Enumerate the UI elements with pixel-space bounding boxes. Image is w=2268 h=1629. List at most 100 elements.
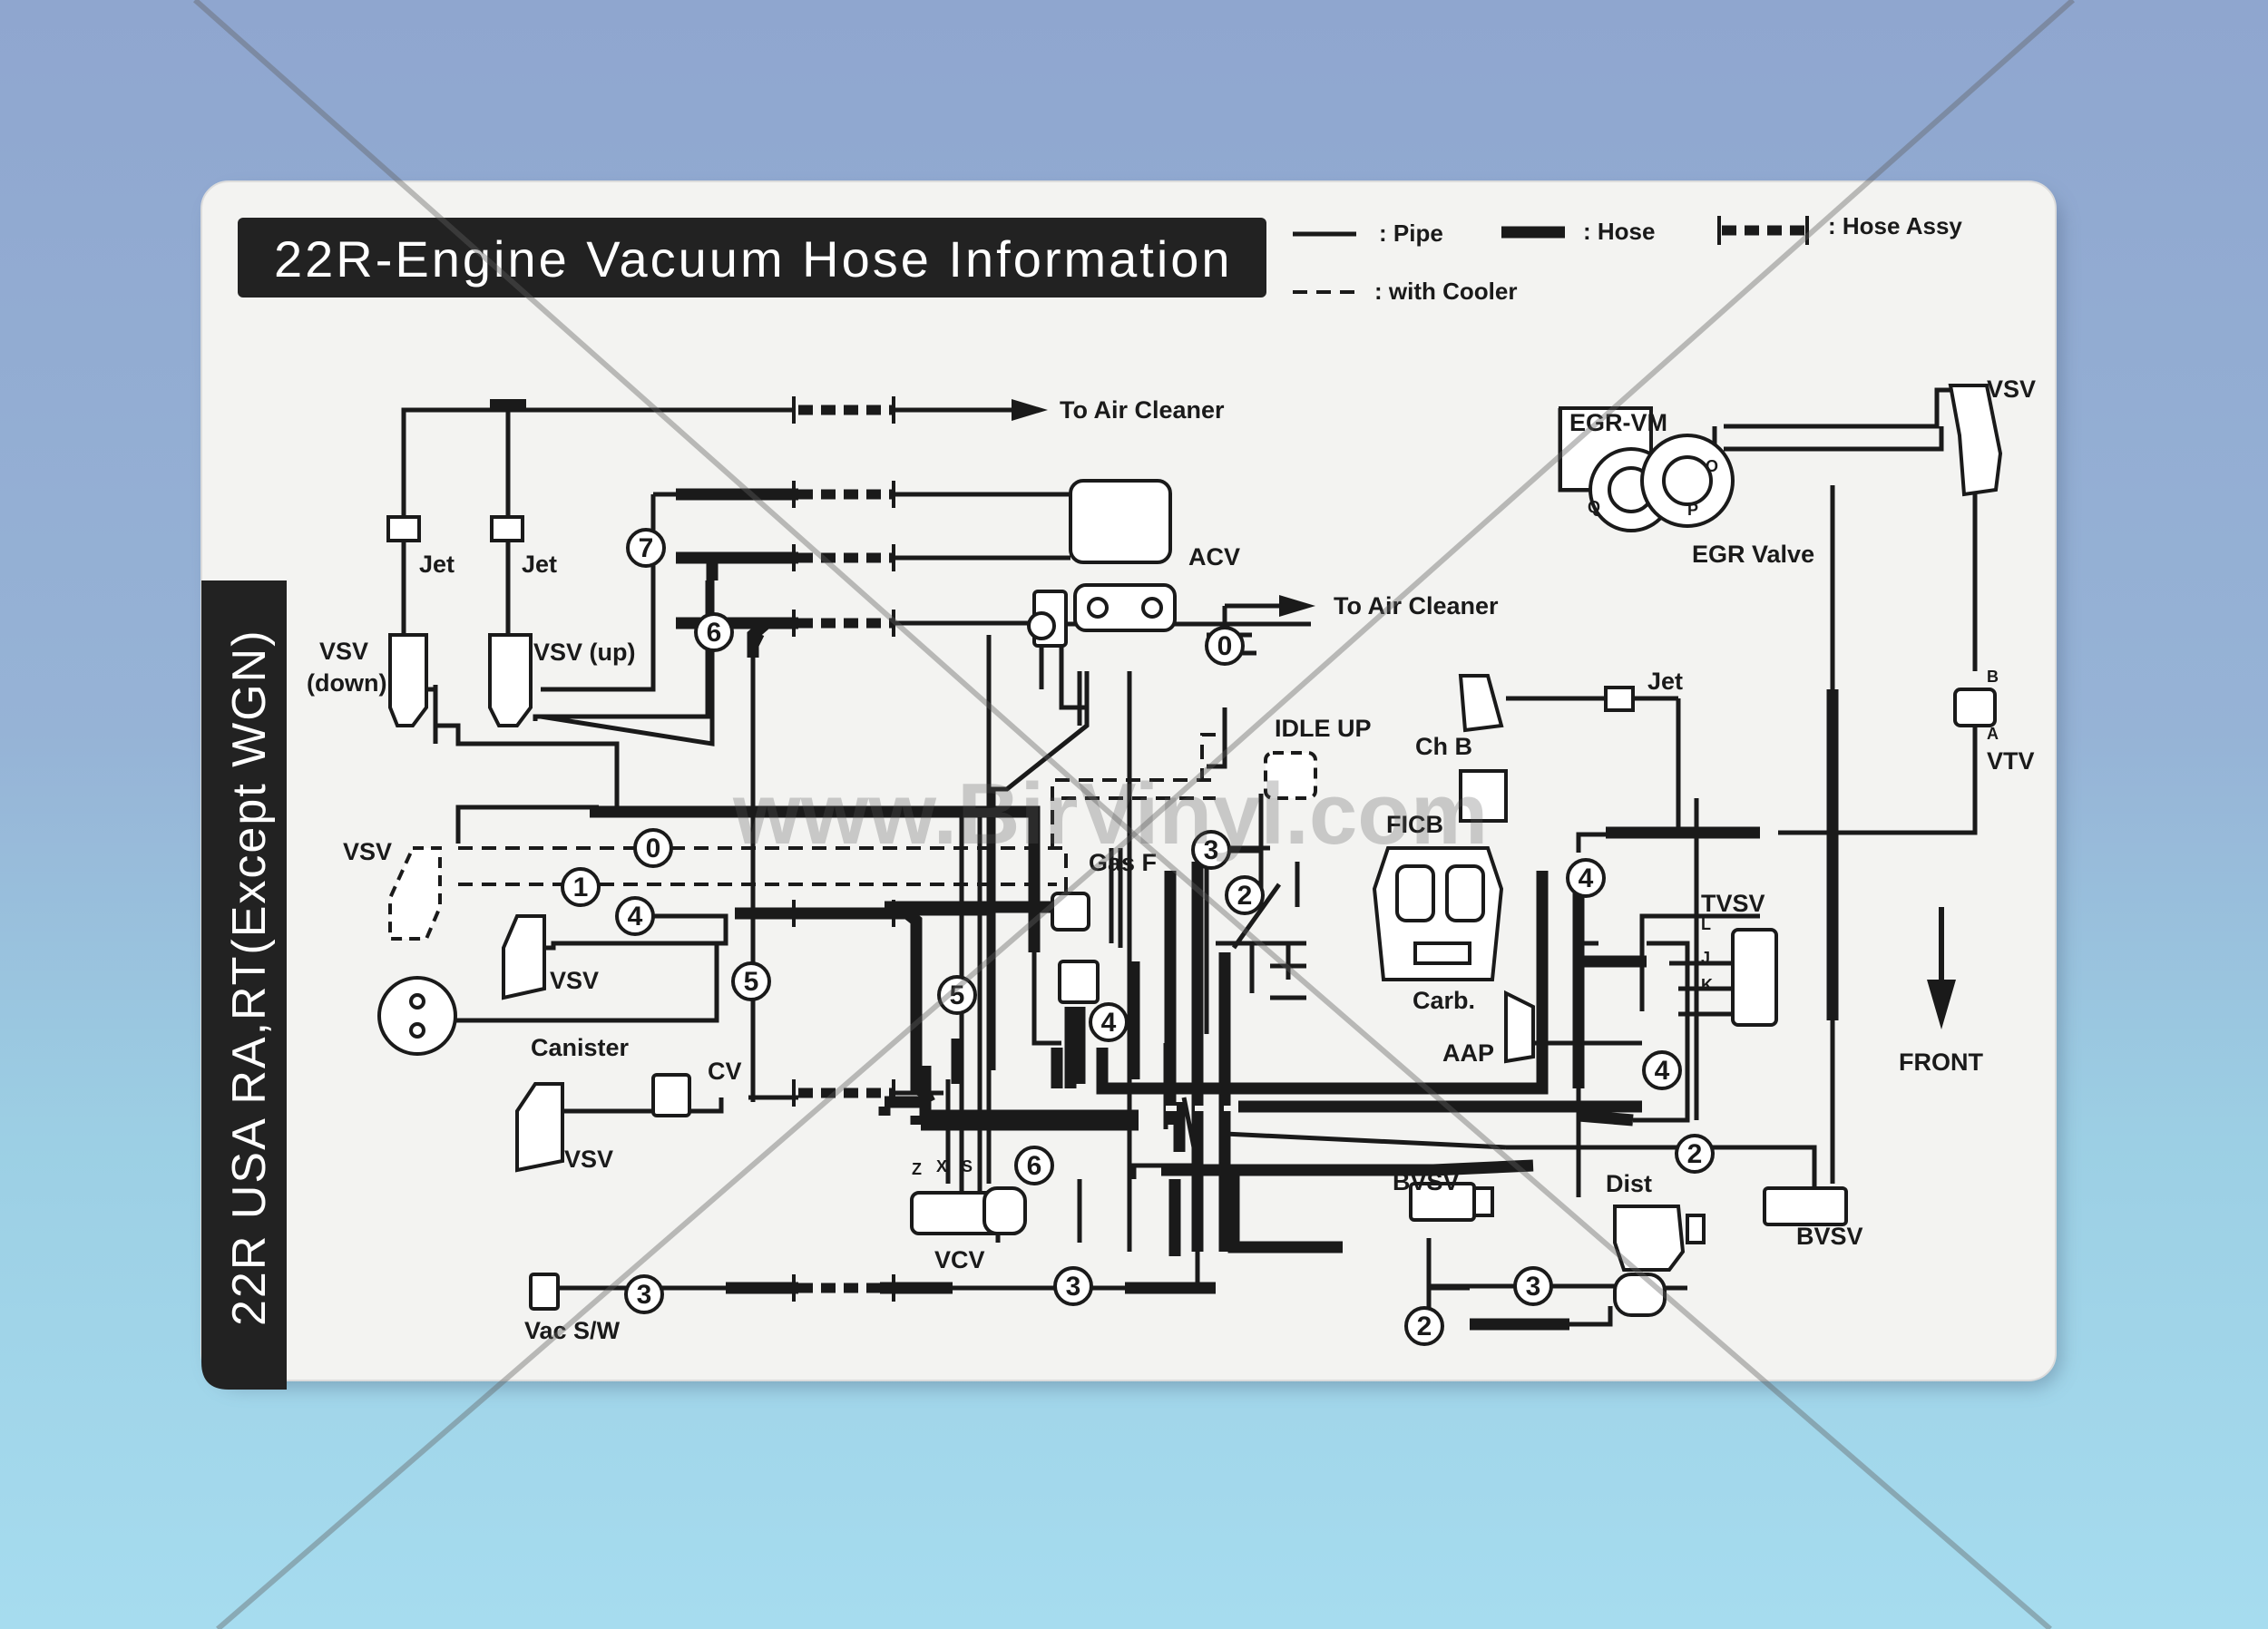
label-air-cleaner-mid: To Air Cleaner bbox=[1334, 592, 1499, 619]
port-letters: O P Q B A L J K Z X S bbox=[912, 457, 1999, 1178]
vsv-up-icon bbox=[488, 633, 533, 727]
label-aap: AAP bbox=[1442, 1039, 1494, 1067]
vsv-mid-icon bbox=[502, 914, 546, 1000]
hose-number-3: 3 bbox=[1204, 835, 1219, 865]
label-ficb: FICB bbox=[1386, 811, 1443, 838]
label-jet-mid: Jet bbox=[522, 551, 557, 578]
dist-icon bbox=[1613, 1205, 1686, 1272]
aap-icon bbox=[1504, 990, 1535, 1064]
label-vcv: VCV bbox=[934, 1246, 985, 1273]
label-jet-left: Jet bbox=[419, 551, 455, 578]
legend-cooler: : with Cooler bbox=[1374, 278, 1517, 305]
side-label: 22R USA RA,RT(Except WGN) bbox=[223, 629, 276, 1326]
ch-b-icon bbox=[1459, 769, 1508, 823]
label-bvsv-mid: BVSV bbox=[1393, 1168, 1460, 1195]
label-egr-vm: EGR-VM bbox=[1569, 409, 1667, 436]
ch-b-top-icon bbox=[1458, 674, 1504, 733]
watermark-cross bbox=[193, 0, 2075, 1629]
label-front: FRONT bbox=[1899, 1049, 1983, 1076]
port-p: P bbox=[1687, 501, 1698, 519]
arrow-right-icon bbox=[1279, 595, 1315, 617]
vsv-dashed-icon bbox=[388, 846, 442, 941]
hose-number-5: 5 bbox=[744, 967, 759, 997]
label-carb: Carb. bbox=[1413, 987, 1475, 1014]
hose-number-1: 1 bbox=[573, 873, 589, 902]
legend-hose-assy-sample bbox=[1717, 216, 1809, 245]
label-egr-valve: EGR Valve bbox=[1692, 541, 1814, 568]
hose-number-7: 7 bbox=[639, 533, 654, 563]
hose-assy-segments bbox=[792, 396, 1234, 1302]
label-canister: Canister bbox=[531, 1034, 630, 1061]
cv-icon bbox=[651, 1073, 691, 1117]
front-arrow-icon bbox=[1927, 980, 1956, 1029]
hose-number-6: 6 bbox=[707, 618, 722, 648]
label-idle-up: IDLE UP bbox=[1275, 715, 1372, 742]
label-gas-f: Gas F bbox=[1089, 849, 1157, 876]
label-vtv: VTV bbox=[1987, 747, 2035, 775]
hose-number-2: 2 bbox=[1417, 1312, 1432, 1341]
tvsv-icon bbox=[1731, 928, 1778, 1027]
vac-sw-icon bbox=[529, 1273, 560, 1311]
label-vsv-down-sub: (down) bbox=[307, 669, 386, 697]
canister-icon bbox=[377, 976, 457, 1056]
label-cv: CV bbox=[708, 1058, 742, 1085]
legend-hose: : Hose bbox=[1583, 218, 1655, 245]
port-o: O bbox=[1706, 457, 1718, 475]
vsv-top-right-icon bbox=[1948, 384, 2003, 497]
port-j: J bbox=[1701, 949, 1710, 967]
label-vsv-dashed: VSV bbox=[343, 838, 392, 865]
label-air-cleaner-top: To Air Cleaner bbox=[1060, 396, 1225, 424]
label-vsv-down: VSV bbox=[319, 638, 368, 665]
legend-pipe: : Pipe bbox=[1379, 219, 1443, 247]
label-vac-sw: Vac S/W bbox=[524, 1317, 621, 1344]
side-band bbox=[201, 580, 287, 1390]
port-q: Q bbox=[1588, 498, 1600, 516]
hose-number-4: 4 bbox=[628, 902, 643, 932]
hose-number-6: 6 bbox=[1027, 1151, 1042, 1181]
label-ch-b: Ch B bbox=[1415, 733, 1472, 760]
port-b: B bbox=[1987, 668, 1999, 686]
hose-number-3: 3 bbox=[637, 1280, 652, 1310]
page-title: 22R-Engine Vacuum Hose Information bbox=[274, 230, 1233, 288]
label-dist: Dist bbox=[1606, 1170, 1652, 1197]
components bbox=[377, 384, 2003, 1317]
legend: : Pipe : Hose : Hose Assy : with Cooler bbox=[1293, 212, 1962, 305]
hose-number-3: 3 bbox=[1066, 1272, 1081, 1302]
label-bvsv-right: BVSV bbox=[1796, 1223, 1863, 1250]
label-acv: ACV bbox=[1188, 543, 1240, 571]
label-vsv-top-right: VSV bbox=[1987, 376, 2036, 403]
hose-number-5: 5 bbox=[950, 980, 965, 1010]
gas-f-icon bbox=[1051, 892, 1090, 932]
port-a: A bbox=[1987, 725, 1999, 743]
hose-number-2: 2 bbox=[1687, 1139, 1703, 1169]
component-labels: To Air Cleaner To Air Cleaner Jet Jet Je… bbox=[307, 376, 2036, 1344]
hose-number-4: 4 bbox=[1655, 1056, 1670, 1086]
label-jet-right: Jet bbox=[1647, 668, 1683, 695]
idle-up-icon bbox=[1264, 751, 1317, 800]
hose-number-markers: 7 6 0 0 1 4 5 5 3 2 4 4 4 6 2 3 3 3 2 bbox=[561, 528, 1715, 1346]
acv-icon bbox=[1069, 479, 1172, 564]
label-vsv-up: VSV (up) bbox=[533, 639, 636, 666]
title-bar bbox=[238, 218, 1266, 298]
port-l: L bbox=[1701, 915, 1711, 933]
port-k: K bbox=[1701, 976, 1713, 994]
vtv-icon bbox=[1953, 688, 1997, 727]
port-z: Z bbox=[912, 1160, 922, 1178]
hose-number-0: 0 bbox=[1217, 631, 1233, 661]
arrows bbox=[962, 399, 1956, 1029]
hose-number-4: 4 bbox=[1579, 863, 1594, 893]
port-x: X bbox=[936, 1157, 947, 1175]
label-vsv-low: VSV bbox=[564, 1146, 613, 1173]
hose-number-0: 0 bbox=[646, 834, 661, 863]
vsv-down-icon bbox=[388, 633, 428, 727]
jet-right-icon bbox=[1604, 686, 1635, 712]
jet-mid-icon bbox=[490, 515, 524, 542]
hose-number-3: 3 bbox=[1526, 1272, 1541, 1302]
hose-number-2: 2 bbox=[1237, 881, 1253, 911]
watermark-text: www.BirVinyl.com bbox=[732, 766, 1488, 863]
label-tvsv: TVSV bbox=[1701, 890, 1765, 917]
hose-number-4: 4 bbox=[1101, 1008, 1117, 1038]
label-vsv-mid: VSV bbox=[550, 967, 599, 994]
